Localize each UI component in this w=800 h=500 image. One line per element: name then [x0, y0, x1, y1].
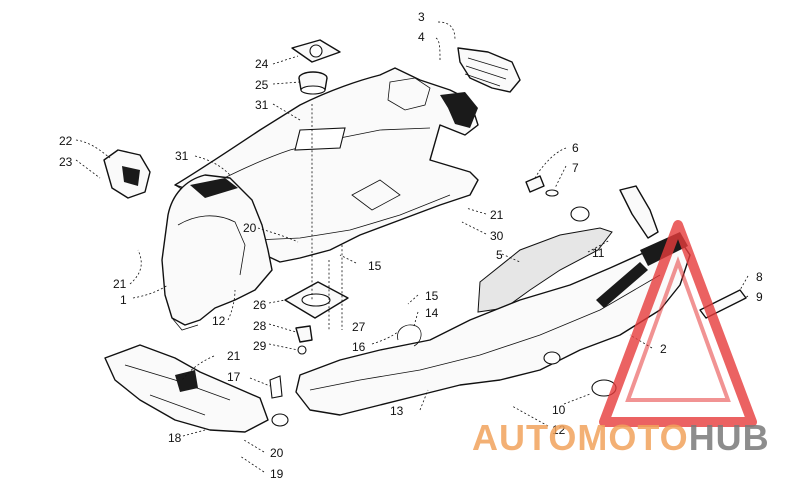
- callout-20-lower: 20: [270, 446, 284, 460]
- rear-grille-part: [457, 47, 521, 93]
- callout-16: 16: [352, 340, 366, 354]
- callout-31-lower: 31: [175, 149, 189, 163]
- hose-clamp-part: [397, 324, 422, 347]
- front-skid-part: [269, 375, 289, 427]
- callout-19: 19: [270, 467, 284, 481]
- callout-29: 29: [253, 339, 267, 353]
- callout-6: 6: [572, 141, 579, 155]
- callout-28: 28: [253, 319, 267, 333]
- callout-numbers: 3 4 24 25 31 31 22 23 20 21 1 12 15 26 2…: [59, 10, 763, 481]
- callout-21-right: 21: [490, 208, 504, 222]
- callout-1: 1: [120, 293, 127, 307]
- callout-3: 3: [418, 10, 425, 24]
- callout-8: 8: [756, 270, 763, 284]
- callout-14: 14: [425, 306, 439, 320]
- callout-10: 10: [552, 403, 566, 417]
- gasket-plate-part: [291, 39, 341, 63]
- air-boot-part: [103, 149, 151, 199]
- callout-21-lower: 21: [227, 349, 241, 363]
- callout-5: 5: [496, 248, 503, 262]
- callout-26: 26: [253, 298, 267, 312]
- callout-4: 4: [418, 30, 425, 44]
- clip-part: [295, 325, 313, 355]
- callout-18: 18: [168, 431, 182, 445]
- callout-2: 2: [660, 342, 667, 356]
- callout-31-upper: 31: [255, 98, 269, 112]
- callout-25: 25: [255, 78, 269, 92]
- callout-15-upper: 15: [368, 259, 382, 273]
- callout-20-upper: 20: [243, 221, 257, 235]
- front-bumper-part: [104, 344, 269, 433]
- watermark-triangle: [599, 220, 757, 427]
- watermark-auto-text: AUTOMOTOHUB: [472, 417, 770, 458]
- callout-9: 9: [756, 290, 763, 304]
- callout-17: 17: [227, 370, 241, 384]
- callout-12-right: 12: [552, 423, 566, 437]
- left-side-panel-part: [161, 174, 273, 331]
- callout-13: 13: [390, 404, 404, 418]
- callout-12-left: 12: [212, 314, 226, 328]
- callout-21-left: 21: [113, 277, 127, 291]
- mounting-plate-part: [284, 281, 349, 319]
- callout-7: 7: [572, 161, 579, 175]
- callout-27: 27: [352, 320, 366, 334]
- callout-15-lower: 15: [425, 289, 439, 303]
- callout-30: 30: [490, 229, 504, 243]
- watermark-logo: AUTOMOTOHUB: [472, 220, 770, 458]
- callout-11: 11: [592, 246, 605, 260]
- callout-22: 22: [59, 134, 73, 148]
- callout-23: 23: [59, 155, 73, 169]
- grommet-part: [298, 71, 328, 95]
- callout-24: 24: [255, 57, 269, 71]
